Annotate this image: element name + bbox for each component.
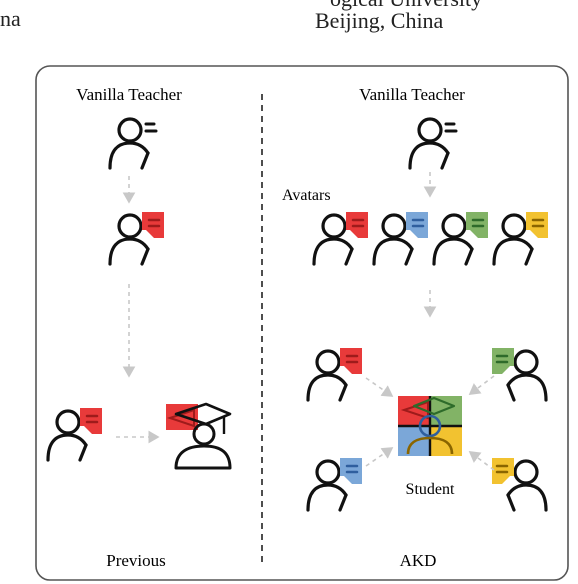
header-location: Beijing, China bbox=[315, 8, 444, 33]
akd-teacher-yellow-icon bbox=[492, 458, 548, 512]
akd-caption: AKD bbox=[400, 551, 437, 570]
avatar-blue-icon bbox=[372, 212, 428, 266]
avatars-label: Avatars bbox=[282, 187, 331, 204]
previous-teacher-label: Vanilla Teacher bbox=[76, 85, 182, 104]
avatar-yellow-icon bbox=[492, 212, 548, 266]
previous-bottom-teacher-icon bbox=[46, 408, 102, 462]
previous-caption: Previous bbox=[106, 551, 166, 570]
arrow-green-to-student bbox=[468, 375, 495, 395]
arrow-red-to-student bbox=[365, 377, 394, 397]
previous-red-teacher-icon bbox=[108, 212, 164, 266]
akd-teacher-green-icon bbox=[492, 348, 548, 402]
akd-teacher-blue-icon bbox=[306, 458, 362, 512]
akd-student-icon bbox=[398, 396, 462, 456]
header-affiliation-fragment: ogical University bbox=[330, 0, 482, 12]
header-left-fragment: na bbox=[0, 6, 21, 31]
akd-teacher-label: Vanilla Teacher bbox=[359, 85, 465, 104]
avatar-red-icon bbox=[312, 212, 368, 266]
student-label: Student bbox=[406, 481, 455, 498]
previous-teacher-icon bbox=[108, 117, 158, 170]
previous-student-icon bbox=[166, 402, 232, 470]
diagram-frame bbox=[35, 65, 569, 581]
akd-teacher-red-icon bbox=[306, 348, 362, 402]
arrow-blue-to-student bbox=[365, 447, 394, 467]
avatar-green-icon bbox=[432, 212, 488, 266]
akd-teacher-icon bbox=[408, 117, 458, 170]
arrow-yellow-to-student bbox=[468, 451, 495, 471]
